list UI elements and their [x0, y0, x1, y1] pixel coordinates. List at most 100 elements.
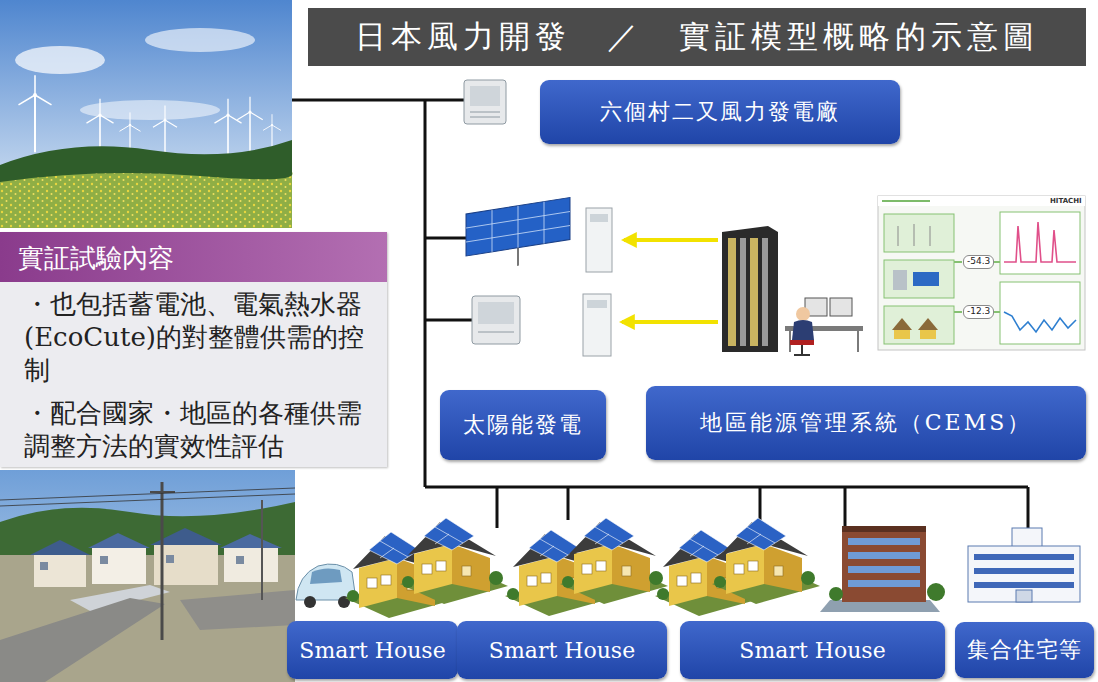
- apartment-building: [848, 538, 920, 545]
- apartment-building: [927, 583, 945, 601]
- smart-house-icon: [712, 518, 820, 604]
- solar-panel: [492, 210, 493, 252]
- public-building: [974, 568, 1074, 574]
- solar-box: 太陽能發電: [440, 390, 606, 460]
- smart-house-box: Smart House: [287, 621, 458, 679]
- bullet-text: ・配合國家・地區的各種供需 調整方法的實效性評估: [0, 391, 387, 467]
- apartment-building: [829, 587, 843, 601]
- houses-photo: [100, 556, 108, 564]
- box-label: Smart House: [489, 638, 635, 663]
- power-wire: [1027, 487, 1030, 530]
- battery-icon: [478, 302, 514, 324]
- wind-farm-photo: [237, 97, 263, 157]
- houses-photo: [154, 545, 218, 585]
- cems-box: 地區能源管理系統（CEMS）: [646, 386, 1086, 460]
- power-conditioner: [590, 214, 608, 222]
- cems-screenshot: [878, 196, 1085, 350]
- apartment-building: [820, 526, 945, 612]
- operator-desk: [830, 298, 852, 316]
- server-rack: [750, 238, 758, 346]
- operator-desk: [796, 307, 810, 321]
- apartment-building: [848, 580, 920, 587]
- cems-screenshot: [1000, 212, 1080, 274]
- solar-panel: [466, 198, 570, 256]
- cems-screenshot: [1004, 312, 1076, 332]
- operator-desk: [801, 345, 803, 354]
- box-label: 地區能源管理系統（CEMS）: [700, 408, 1033, 438]
- public-building: [968, 528, 1080, 602]
- box-label: Smart House: [739, 638, 885, 663]
- inverter-icon: [464, 80, 506, 124]
- housing-box: 集合住宅等: [955, 622, 1094, 678]
- server-rack: [722, 226, 778, 352]
- server-rack: [762, 238, 768, 346]
- title-bar: [308, 8, 1086, 66]
- box-label: 六個村二又風力發電廠: [600, 97, 840, 127]
- server-rack: [722, 226, 778, 352]
- battery-icon: [472, 296, 520, 344]
- power-wire: [425, 237, 468, 240]
- wind-farm-photo: [0, 172, 293, 228]
- power-conditioner: [583, 294, 611, 356]
- inverter-icon: [470, 86, 500, 106]
- houses-photo: [261, 500, 263, 600]
- houses-photo: [236, 556, 244, 564]
- power-wire: [425, 486, 1028, 489]
- cems-screenshot: [994, 261, 1000, 263]
- cems-screenshot: [914, 224, 915, 246]
- smart-house-box: Smart House: [680, 621, 945, 679]
- meter-value: -12.3: [963, 305, 994, 319]
- power-wire: [844, 487, 847, 528]
- cems-screenshot: [918, 318, 938, 330]
- cems-screenshot: [882, 200, 930, 202]
- battery-icon: [478, 332, 514, 333]
- public-building: [974, 582, 1074, 588]
- smart-house-icon: [345, 518, 820, 618]
- houses-photo: [40, 562, 48, 570]
- cems-screenshot: [878, 196, 1085, 206]
- cems-screenshot: [884, 260, 954, 298]
- solar-panel: [466, 198, 570, 274]
- apartment-building: [842, 526, 926, 532]
- public-building: [968, 546, 1080, 602]
- operator-desk: [794, 354, 810, 356]
- cems-screenshot: [894, 330, 910, 339]
- houses-photo: [180, 590, 295, 630]
- meter-value: -54.3: [963, 255, 994, 269]
- cems-screenshot: [878, 196, 1085, 350]
- power-wire: [424, 100, 427, 487]
- box-label: Smart House: [299, 638, 445, 663]
- wind-farm-photo: [0, 0, 293, 228]
- houses-photo: [34, 555, 86, 587]
- electric-car: [304, 596, 316, 608]
- power-wire: [759, 487, 762, 520]
- wind-farm-photo: [19, 75, 52, 152]
- inverter-icon: [470, 117, 500, 118]
- solar-panel: [466, 226, 570, 242]
- operator-desk: [792, 320, 814, 340]
- server-rack: [728, 238, 736, 346]
- operator-desk: [790, 340, 814, 345]
- cems-screenshot: [1000, 282, 1080, 344]
- power-conditioner: [587, 300, 607, 308]
- cems-screenshot: [1004, 222, 1076, 262]
- battery-icon: [472, 296, 520, 344]
- operator-desk: [785, 298, 863, 355]
- smart-house-box: Smart House: [457, 621, 667, 679]
- houses-photo: [0, 470, 295, 682]
- houses-photo: [88, 533, 150, 548]
- houses-photo: [224, 548, 278, 582]
- test-content-panel: 實証試驗內容・也包括蓄電池、電氣熱水器 (EcoCute)的對整體供需的控制・配…: [0, 232, 387, 467]
- apartment-building: [848, 552, 920, 559]
- wind-farm-photo: [15, 46, 105, 74]
- diagram-title: 日本風力開發 ／ 實証模型概略的示意圖: [308, 8, 1086, 66]
- houses-photo: [220, 534, 282, 548]
- operator-desk: [857, 331, 859, 352]
- cems-screenshot: [954, 261, 962, 263]
- wind-farm-photo: [80, 100, 220, 120]
- solar-panel: [466, 212, 570, 228]
- power-conditioner: [586, 208, 612, 272]
- power-wire: [292, 99, 464, 102]
- cems-screenshot: [898, 226, 899, 246]
